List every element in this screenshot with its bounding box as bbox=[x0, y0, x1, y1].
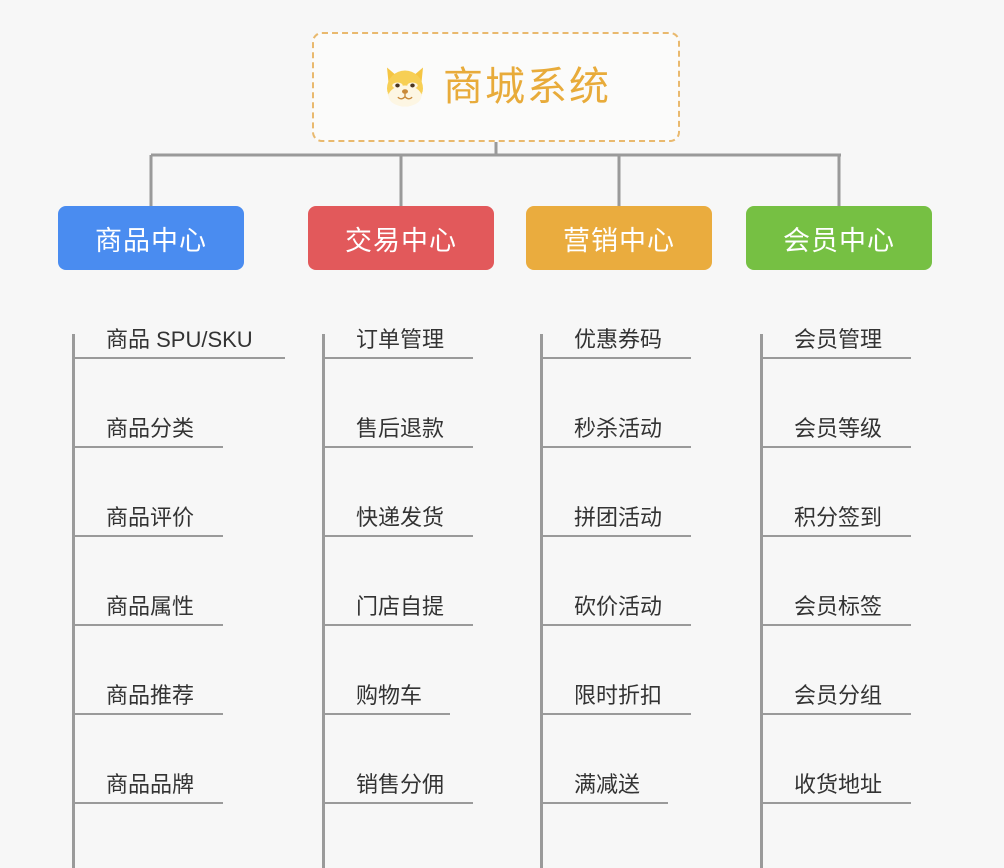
leaf-label: 购物车 bbox=[356, 682, 423, 708]
leaf-item[interactable]: 商品分类 bbox=[58, 359, 253, 448]
leaf-item[interactable]: 会员等级 bbox=[746, 359, 932, 448]
leaf-item[interactable]: 商品 SPU/SKU bbox=[58, 270, 285, 359]
leaf-item[interactable]: 门店自提 bbox=[308, 537, 494, 626]
leaf-underline bbox=[323, 446, 473, 448]
branch-column-3: 营销中心 优惠券码 秒杀活动 拼团活动 砍价活动 限时折扣 bbox=[526, 206, 712, 868]
leaf-label: 商品评价 bbox=[106, 504, 195, 530]
branch-column-2: 交易中心 订单管理 售后退款 快递发货 门店自提 购物车 bbox=[308, 206, 494, 868]
leaf-label: 会员标签 bbox=[794, 593, 883, 619]
leaf-item[interactable]: 会员标签 bbox=[746, 537, 932, 626]
leaf-item[interactable]: 快递发货 bbox=[308, 448, 494, 537]
branch-header-3[interactable]: 营销中心 bbox=[526, 206, 712, 270]
branch-spine-2 bbox=[322, 334, 325, 868]
leaf-item[interactable]: 商品评价 bbox=[58, 448, 253, 537]
leaf-label: 秒杀活动 bbox=[574, 415, 663, 441]
branch-list-2: 订单管理 售后退款 快递发货 门店自提 购物车 销售分佣 bbox=[308, 270, 494, 868]
leaf-item[interactable]: 商品属性 bbox=[58, 537, 253, 626]
leaf-underline bbox=[323, 624, 473, 626]
leaf-underline bbox=[761, 357, 911, 359]
branch-column-1: 商品中心 商品 SPU/SKU 商品分类 商品评价 商品属性 商品推荐 bbox=[58, 206, 285, 868]
branch-spine-3 bbox=[540, 334, 543, 868]
leaf-underline bbox=[73, 357, 285, 359]
mindmap-canvas: 商城系统 商品中心 商品 SPU/SKU 商品分类 商品评价 商品属性 bbox=[58, 32, 932, 868]
leaf-item[interactable]: 购物车 bbox=[308, 626, 494, 715]
leaf-underline bbox=[541, 446, 691, 448]
leaf-label: 砍价活动 bbox=[574, 593, 663, 619]
leaf-item[interactable]: 销售分佣 bbox=[308, 715, 494, 804]
branch-list-1: 商品 SPU/SKU 商品分类 商品评价 商品属性 商品推荐 商品品牌 bbox=[58, 270, 285, 868]
leaf-label: 优惠券码 bbox=[574, 326, 663, 352]
root-node[interactable]: 商城系统 bbox=[312, 32, 680, 142]
leaf-item[interactable]: 限时折扣 bbox=[526, 626, 712, 715]
leaf-item[interactable]: 订单管理 bbox=[308, 270, 494, 359]
branch-header-2[interactable]: 交易中心 bbox=[308, 206, 494, 270]
root-title: 商城系统 bbox=[443, 65, 611, 109]
leaf-underline bbox=[541, 802, 668, 804]
leaf-label: 销售分佣 bbox=[356, 771, 445, 797]
leaf-underline bbox=[541, 535, 691, 537]
leaf-label: 售后退款 bbox=[356, 415, 445, 441]
leaf-underline bbox=[323, 357, 473, 359]
branch-header-4[interactable]: 会员中心 bbox=[746, 206, 932, 270]
leaf-underline bbox=[323, 713, 450, 715]
shiba-dog-face-icon bbox=[381, 63, 429, 111]
leaf-underline bbox=[73, 535, 223, 537]
leaf-label: 商品分类 bbox=[106, 415, 195, 441]
leaf-label: 会员管理 bbox=[794, 326, 883, 352]
leaf-underline bbox=[541, 357, 691, 359]
leaf-label: 订单管理 bbox=[356, 326, 445, 352]
branch-list-3: 优惠券码 秒杀活动 拼团活动 砍价活动 限时折扣 满减送 bbox=[526, 270, 712, 868]
leaf-label: 会员等级 bbox=[794, 415, 883, 441]
leaf-underline bbox=[761, 624, 911, 626]
branch-header-1[interactable]: 商品中心 bbox=[58, 206, 244, 270]
leaf-underline bbox=[73, 713, 223, 715]
leaf-item[interactable]: 秒杀活动 bbox=[526, 359, 712, 448]
leaf-label: 积分签到 bbox=[794, 504, 883, 530]
leaf-label: 拼团活动 bbox=[574, 504, 663, 530]
branch-column-4: 会员中心 会员管理 会员等级 积分签到 会员标签 会员分组 bbox=[746, 206, 932, 868]
leaf-label: 满减送 bbox=[574, 771, 641, 797]
leaf-label: 限时折扣 bbox=[574, 682, 663, 708]
branch-list-4: 会员管理 会员等级 积分签到 会员标签 会员分组 收货地址 bbox=[746, 270, 932, 868]
leaf-underline bbox=[73, 802, 223, 804]
leaf-label: 快递发货 bbox=[356, 504, 445, 530]
leaf-item[interactable]: 积分签到 bbox=[746, 448, 932, 537]
leaf-item[interactable]: 售后退款 bbox=[308, 359, 494, 448]
leaf-item[interactable]: 商品品牌 bbox=[58, 715, 253, 804]
leaf-underline bbox=[323, 802, 473, 804]
leaf-label: 商品属性 bbox=[106, 593, 195, 619]
leaf-label: 会员分组 bbox=[794, 682, 883, 708]
leaf-underline bbox=[73, 446, 223, 448]
leaf-label: 商品品牌 bbox=[106, 771, 195, 797]
leaf-item[interactable]: 会员分组 bbox=[746, 626, 932, 715]
leaf-label: 门店自提 bbox=[356, 593, 445, 619]
leaf-underline bbox=[323, 535, 473, 537]
leaf-item[interactable]: 优惠券码 bbox=[526, 270, 712, 359]
leaf-item[interactable]: 收货地址 bbox=[746, 715, 932, 804]
leaf-item[interactable]: 拼团活动 bbox=[526, 448, 712, 537]
leaf-underline bbox=[73, 624, 223, 626]
leaf-underline bbox=[761, 713, 911, 715]
leaf-item[interactable]: 满减送 bbox=[526, 715, 712, 804]
leaf-underline bbox=[541, 624, 691, 626]
branch-spine-4 bbox=[760, 334, 763, 868]
leaf-label: 收货地址 bbox=[794, 771, 883, 797]
leaf-underline bbox=[761, 535, 911, 537]
leaf-underline bbox=[761, 802, 911, 804]
leaf-item[interactable]: 砍价活动 bbox=[526, 537, 712, 626]
leaf-label: 商品 SPU/SKU bbox=[106, 326, 253, 352]
leaf-item[interactable]: 商品推荐 bbox=[58, 626, 253, 715]
leaf-label: 商品推荐 bbox=[106, 682, 195, 708]
leaf-underline bbox=[541, 713, 691, 715]
leaf-item[interactable]: 会员管理 bbox=[746, 270, 932, 359]
leaf-underline bbox=[761, 446, 911, 448]
branch-spine-1 bbox=[72, 334, 75, 868]
